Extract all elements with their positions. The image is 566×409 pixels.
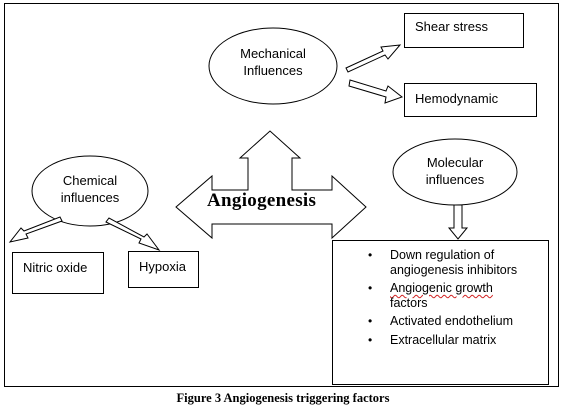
list-item-line: Angiogenic growth xyxy=(390,281,493,295)
bullet: • xyxy=(368,248,373,262)
shear-stress-box: Shear stress xyxy=(404,13,524,48)
nitric-oxide-box: Nitric oxide xyxy=(12,252,104,294)
list-item-line: factors xyxy=(390,295,428,310)
mechanical-ellipse xyxy=(208,27,338,105)
list-item: • Extracellular matrix xyxy=(368,333,517,348)
list-item-line: Extracellular matrix xyxy=(390,332,497,347)
chemical-influences-label: Chemical influences xyxy=(40,172,140,206)
arrow-to-hemodynamic xyxy=(348,79,404,104)
molecular-factor-list: • Down regulation of angiogenesis inhibi… xyxy=(368,248,517,351)
molecular-line1: Molecular xyxy=(426,155,484,170)
molecular-influences-label: Molecular influences xyxy=(404,154,506,188)
list-item: • Activated endothelium xyxy=(368,314,517,329)
arrow-to-nitric-oxide xyxy=(8,216,63,243)
list-item: • Down regulation of angiogenesis inhibi… xyxy=(368,248,517,277)
molecular-line2: influences xyxy=(425,172,485,187)
mechanical-line2: Influences xyxy=(243,63,303,78)
shear-stress-text: Shear stress xyxy=(415,19,488,34)
hypoxia-box: Hypoxia xyxy=(128,251,199,288)
molecular-list-box xyxy=(332,240,549,385)
mechanical-influences-label: Mechanical Influences xyxy=(222,45,324,79)
angiogenesis-center-label: Angiogenesis xyxy=(207,190,317,211)
list-item: • Angiogenic growth factors xyxy=(368,281,517,310)
bullet: • xyxy=(368,332,373,347)
list-item-line: angiogenesis inhibitors xyxy=(390,262,518,277)
chemical-line1: Chemical xyxy=(62,173,118,188)
figure-caption: Figure 3 Angiogenesis triggering factors xyxy=(176,391,390,405)
hemodynamic-text: Hemodynamic xyxy=(415,91,499,106)
arrow-to-shear-stress xyxy=(345,44,402,73)
figure-frame xyxy=(4,3,559,387)
central-three-way-arrow xyxy=(175,130,367,240)
mechanical-line1: Mechanical xyxy=(240,46,306,61)
hypoxia-text: Hypoxia xyxy=(139,259,186,274)
chemical-ellipse xyxy=(31,155,149,227)
arrow-to-molecular-list xyxy=(447,204,469,240)
hemodynamic-box: Hemodynamic xyxy=(404,83,537,117)
nitric-oxide-text: Nitric oxide xyxy=(23,260,88,275)
arrow-to-hypoxia xyxy=(105,217,161,252)
list-item-line: Activated endothelium xyxy=(390,314,513,328)
bullet: • xyxy=(368,281,373,295)
chemical-line2: influences xyxy=(60,190,120,205)
bullet: • xyxy=(368,314,373,328)
list-item-line: Down regulation of xyxy=(390,248,495,262)
